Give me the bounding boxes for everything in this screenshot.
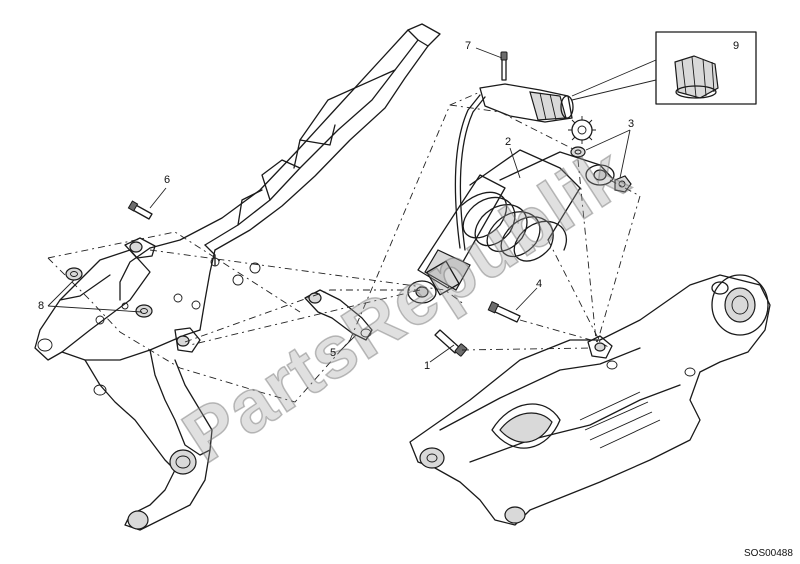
shock-reservoir [479, 83, 574, 123]
spacer-3 [570, 146, 586, 158]
washer-8-lower [135, 304, 153, 318]
adjuster-knob-gear-icon [568, 116, 596, 144]
callout-7: 7 [465, 40, 472, 52]
callout-3: 3 [628, 118, 635, 130]
callout-4: 4 [536, 278, 543, 290]
upper-shock-mount [124, 237, 201, 353]
bolt-6 [127, 200, 153, 220]
bolt-7 [500, 51, 508, 81]
callout-8: 8 [38, 300, 45, 312]
callout-leaders [47, 47, 631, 363]
adjuster-knob-9-detail [571, 31, 757, 105]
swingarm [409, 274, 771, 526]
rear-subframe [34, 23, 441, 531]
callout-1: 1 [424, 360, 431, 372]
bolt-4 [487, 301, 521, 323]
callout-5: 5 [330, 347, 337, 359]
callout-9: 9 [733, 40, 740, 52]
callout-6: 6 [164, 174, 171, 186]
assembly-guide-lines [47, 91, 641, 403]
rear-shock-absorber-2 [407, 94, 615, 304]
bolt-1 [434, 329, 468, 357]
nut-3 [614, 175, 632, 193]
bracket-5 [304, 289, 373, 341]
drawing-code: SOS00488 [744, 548, 793, 559]
callout-2: 2 [505, 136, 512, 148]
